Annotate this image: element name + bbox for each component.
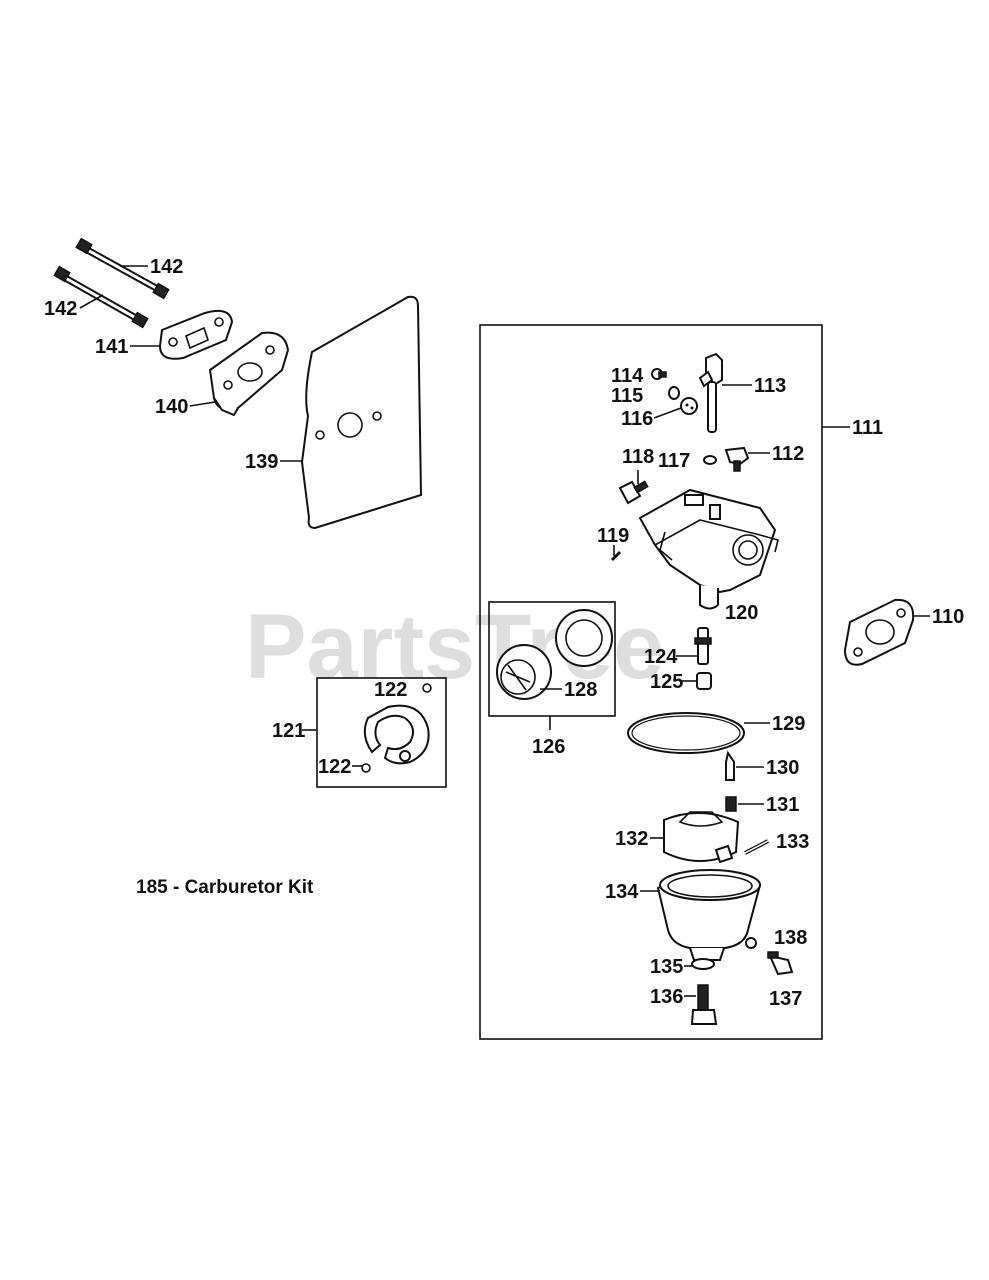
callout-122-upper: 122 xyxy=(374,679,407,701)
callout-142-upper: 142 xyxy=(150,256,183,278)
callout-111: 111 xyxy=(852,417,883,439)
callout-115: 115 xyxy=(611,385,643,407)
callout-137: 137 xyxy=(769,988,802,1010)
jet-125[interactable] xyxy=(696,672,712,690)
callout-126: 126 xyxy=(532,736,565,758)
float-pin-133[interactable] xyxy=(744,839,769,855)
idle-screw-118[interactable] xyxy=(618,480,649,505)
carburetor-kit-note: 185 - Carburetor Kit xyxy=(136,877,314,898)
callout-139: 139 xyxy=(245,451,278,473)
primer-subassembly-frame xyxy=(488,601,616,717)
washer-115[interactable] xyxy=(668,386,680,400)
callout-114: 114 xyxy=(611,365,644,387)
callout-121: 121 xyxy=(272,720,305,742)
choke-plate-116[interactable] xyxy=(680,397,698,415)
callout-136: 136 xyxy=(650,986,683,1008)
primer-bulb-128[interactable] xyxy=(496,609,613,700)
callout-130: 130 xyxy=(766,757,799,779)
spacer-140[interactable] xyxy=(208,331,290,417)
carburetor-assembly-frame xyxy=(479,324,823,1040)
choke-shaft-113[interactable] xyxy=(698,352,723,433)
float-132[interactable] xyxy=(663,811,740,864)
carburetor-body-120[interactable] xyxy=(638,488,779,610)
callout-132: 132 xyxy=(615,828,648,850)
lever-112[interactable] xyxy=(724,446,750,472)
callout-112: 112 xyxy=(772,443,804,465)
bowl-bolt-136[interactable] xyxy=(690,984,718,1025)
washer-138[interactable] xyxy=(745,937,757,949)
callout-119: 119 xyxy=(597,525,629,547)
spring-131[interactable] xyxy=(725,796,737,812)
callout-133: 133 xyxy=(776,831,809,853)
washer-117[interactable] xyxy=(703,455,717,465)
callout-125: 125 xyxy=(650,671,683,693)
heat-shield-139[interactable] xyxy=(300,295,423,530)
drain-screw-137[interactable] xyxy=(767,951,794,976)
callout-131: 131 xyxy=(766,794,799,816)
primer-retainer-frame xyxy=(316,677,447,788)
callout-129: 129 xyxy=(772,713,805,735)
needle-130[interactable] xyxy=(725,750,735,781)
callout-118: 118 xyxy=(622,446,654,468)
callout-134: 134 xyxy=(605,881,639,903)
callout-135: 135 xyxy=(650,956,683,978)
main-nozzle-124[interactable] xyxy=(694,627,712,665)
callout-128: 128 xyxy=(564,679,597,701)
screw-114[interactable] xyxy=(651,368,667,380)
gasket-141[interactable] xyxy=(158,309,234,360)
stud-142-lower[interactable] xyxy=(53,265,149,329)
washer-135[interactable] xyxy=(691,958,715,970)
stud-142-upper[interactable] xyxy=(75,237,170,300)
callout-140: 140 xyxy=(155,396,188,418)
bowl-gasket-129[interactable] xyxy=(627,712,745,754)
gasket-110[interactable] xyxy=(843,598,915,666)
callout-138: 138 xyxy=(774,927,807,949)
callout-124: 124 xyxy=(644,646,678,668)
callout-113: 113 xyxy=(754,375,786,397)
retainer-ring-121[interactable] xyxy=(363,704,430,765)
float-bowl-134[interactable] xyxy=(656,869,762,961)
callout-117: 117 xyxy=(658,450,690,472)
callout-141: 141 xyxy=(95,336,128,358)
callout-110: 110 xyxy=(932,606,964,628)
callout-120: 120 xyxy=(725,602,758,624)
callout-122-lower: 122 xyxy=(318,756,351,778)
clip-122-lower[interactable] xyxy=(361,763,371,773)
callout-142-lower: 142 xyxy=(44,298,77,320)
clip-122-upper[interactable] xyxy=(422,683,432,693)
screw-119[interactable] xyxy=(610,550,622,562)
callout-116: 116 xyxy=(621,408,653,430)
